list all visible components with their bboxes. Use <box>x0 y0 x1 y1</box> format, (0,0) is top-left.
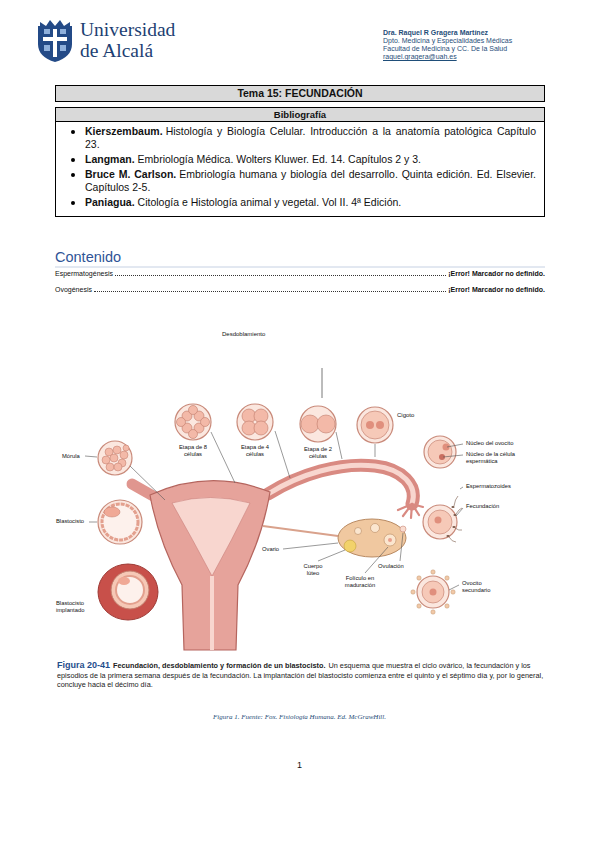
reference-text: Citología e Histología animal y vegetal.… <box>138 196 402 208</box>
reproductive-tract <box>132 465 423 650</box>
author-name: Bruce M. Carlson. <box>85 168 176 180</box>
blastocyst <box>98 500 142 544</box>
toc-page: ¡Error! Marcador no definido. <box>448 270 545 277</box>
zygote <box>357 407 393 443</box>
dot-leader <box>115 270 446 276</box>
bibliography-box: BibliografíaKierszembaum.Histología y Bi… <box>55 107 545 217</box>
box-title: Tema 15: FECUNDACIÓN <box>237 87 362 99</box>
figure-number: Figura 20-41 <box>57 660 110 670</box>
figure-source: Figura 1. Fuente: Fox. Fisiología Humana… <box>0 713 599 721</box>
leader-line <box>322 368 323 398</box>
figure-label: Folículo en maduración <box>338 575 382 588</box>
figure-label: Ovulación <box>378 563 404 570</box>
logo-text: de Alcalá <box>80 40 153 62</box>
figure-label: Etapa de 4 células <box>235 444 275 457</box>
bullet-dot <box>71 130 75 134</box>
bullet-item: Bruce M. Carlson.Embriología humana y bi… <box>68 168 536 194</box>
figure-label: Cigoto <box>397 412 414 419</box>
secondary-oocyte <box>411 570 455 614</box>
cell-8 <box>175 404 211 440</box>
title-box: Tema 15: FECUNDACIÓN <box>55 85 545 102</box>
reference-text: Embriología Médica. Wolters Kluwer. Ed. … <box>138 153 421 165</box>
figure-label: Blastocisto implantado <box>56 600 92 613</box>
leader-lines <box>85 431 463 590</box>
toc-entry: Ovogénesis <box>55 286 92 293</box>
bullet-item: Kierszembaum.Histología y Biología Celul… <box>68 125 536 151</box>
bullet-dot <box>71 201 75 205</box>
crest-logo <box>38 20 72 62</box>
figure-label: Núcleo de la célula espermática <box>466 451 526 464</box>
figure-label: Fecundación <box>466 503 499 510</box>
page-number: 1 <box>0 760 599 770</box>
author-name: Langman. <box>85 153 135 165</box>
bullet-list: Kierszembaum.Histología y Biología Celul… <box>56 122 544 216</box>
toc-entry: Espermatogénesis <box>55 270 113 277</box>
dot-leader <box>94 286 446 292</box>
bullet-dot <box>71 173 75 177</box>
figure-caption: Figura 20-41Fecundación, desdoblamiento … <box>57 661 545 690</box>
section-heading: Contenido <box>55 249 121 266</box>
figure-label: Etapa de 8 células <box>173 444 213 457</box>
item-text: Bruce M. Carlson.Embriología humana y bi… <box>85 168 536 194</box>
heading-rule <box>55 267 545 268</box>
bullet-item: Langman.Embriología Médica. Wolters Kluw… <box>68 153 536 166</box>
item-text: Kierszembaum.Histología y Biología Celul… <box>85 125 536 151</box>
figure-label: Ovario <box>262 546 279 553</box>
cell-4 <box>237 404 273 440</box>
implanted-blastocyst <box>98 564 158 620</box>
figure-label: Etapa de 2 células <box>298 446 338 459</box>
figure-title: Fecundación, desdoblamiento y formación … <box>113 661 325 670</box>
bullet-item: Paniagua.Citología e Histología animal y… <box>68 196 536 209</box>
toc-page: ¡Error! Marcador no definido. <box>448 286 545 293</box>
bullet-dot <box>71 158 75 162</box>
morula <box>98 441 132 475</box>
figure-label: Desdoblamiento <box>222 331 265 338</box>
figure-label: Blastocisto <box>56 518 84 525</box>
item-text: Langman.Embriología Médica. Wolters Kluw… <box>85 153 536 166</box>
figure-label: Núcleo del ovocito <box>466 440 536 447</box>
logo-text: Universidad <box>80 19 175 41</box>
author-name: Kierszembaum. <box>85 125 163 137</box>
cell-2 <box>300 406 336 442</box>
email-link: raquel.gragera@uah.es <box>383 53 457 61</box>
figure-label: Ovocito secundario <box>462 580 502 593</box>
author-line: Facultad de Medicina y CC. De la Salud <box>383 45 507 53</box>
toc-row: Ovogénesis ¡Error! Marcador no definido. <box>55 286 545 293</box>
figure-label: Mórula <box>62 453 80 460</box>
toc-row: Espermatogénesis ¡Error! Marcador no defi… <box>55 270 545 277</box>
figure-label: Espermatozoides <box>466 483 511 490</box>
author-line: Dra. Raquel R Gragera Martínez <box>383 29 488 37</box>
item-text: Paniagua.Citología e Histología animal y… <box>85 196 536 209</box>
author-name: Paniagua. <box>85 196 135 208</box>
author-line: Dpto. Medicina y Especialidades Médicas <box>383 37 512 45</box>
fertilized-oocyte <box>424 436 456 468</box>
fertilization-cell <box>423 496 462 542</box>
figure-label: Cuerpo lúteo <box>297 563 329 576</box>
box-heading: Bibliografía <box>56 108 544 122</box>
